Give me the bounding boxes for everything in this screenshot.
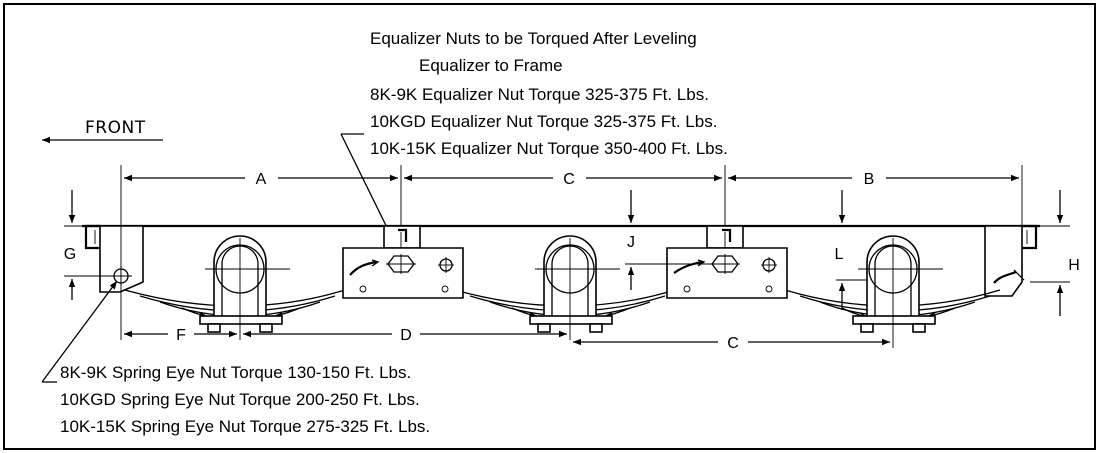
- dimension-c-top-label: C: [563, 171, 575, 188]
- dimension-c-bottom: C: [573, 335, 890, 352]
- front-indicator: FRONT: [42, 118, 163, 144]
- axle-assembly-3: [852, 235, 943, 333]
- dimension-l: L: [835, 190, 867, 310]
- dimension-l-label: L: [835, 246, 844, 263]
- dimension-a-label: A: [256, 171, 267, 188]
- dimension-h: H: [1030, 190, 1080, 316]
- front-hanger: [99, 225, 144, 293]
- spring-eye-note-line-2: 10KGD Spring Eye Nut Torque 200-250 Ft. …: [60, 390, 420, 409]
- equalizer-nut-1: [386, 254, 416, 274]
- front-label: FRONT: [85, 118, 146, 138]
- dimension-f: F: [124, 327, 237, 344]
- dimension-g-label: G: [64, 246, 76, 263]
- dimension-h-label: H: [1068, 257, 1080, 274]
- equalizer-note: Equalizer Nuts to be Torqued After Level…: [370, 29, 728, 158]
- dimension-a: A: [124, 171, 398, 188]
- dimension-j-label: J: [627, 234, 635, 251]
- equalizer-note-line-3: 8K-9K Equalizer Nut Torque 325-375 Ft. L…: [370, 85, 709, 104]
- dimension-d: D: [243, 327, 567, 344]
- equalizer-note-line-2: Equalizer to Frame: [419, 56, 563, 75]
- equalizer-note-line-5: 10K-15K Equalizer Nut Torque 350-400 Ft.…: [370, 139, 728, 158]
- frame-rail: [82, 224, 1040, 250]
- spring-eye-leader: [41, 280, 118, 383]
- dimension-c-bottom-label: C: [727, 335, 739, 352]
- dimension-d-label: D: [400, 327, 412, 344]
- equalizer-note-line-1: Equalizer Nuts to be Torqued After Level…: [370, 29, 697, 48]
- spring-eye-note: 8K-9K Spring Eye Nut Torque 130-150 Ft. …: [60, 363, 430, 436]
- diagram-border: [3, 3, 1096, 450]
- dimension-f-label: F: [176, 327, 186, 344]
- dimension-c-top: C: [404, 171, 722, 188]
- equalizer-note-line-4: 10KGD Equalizer Nut Torque 325-375 Ft. L…: [370, 112, 717, 131]
- axle-assembly-1: [199, 235, 290, 333]
- dimension-b: B: [728, 171, 1019, 188]
- axle-assembly-2: [529, 235, 620, 333]
- dimension-j: J: [625, 190, 712, 290]
- dimension-g: G: [64, 190, 112, 300]
- spring-eye-note-line-1: 8K-9K Spring Eye Nut Torque 130-150 Ft. …: [60, 363, 411, 382]
- dimension-b-label: B: [864, 171, 875, 188]
- rear-hanger: [984, 225, 1025, 297]
- equalizer-hanger-1: [342, 225, 464, 299]
- extension-lines: [120, 165, 1023, 348]
- equalizer-hanger-2: [666, 225, 788, 299]
- spring-eye-note-line-3: 10K-15K Spring Eye Nut Torque 275-325 Ft…: [60, 417, 430, 436]
